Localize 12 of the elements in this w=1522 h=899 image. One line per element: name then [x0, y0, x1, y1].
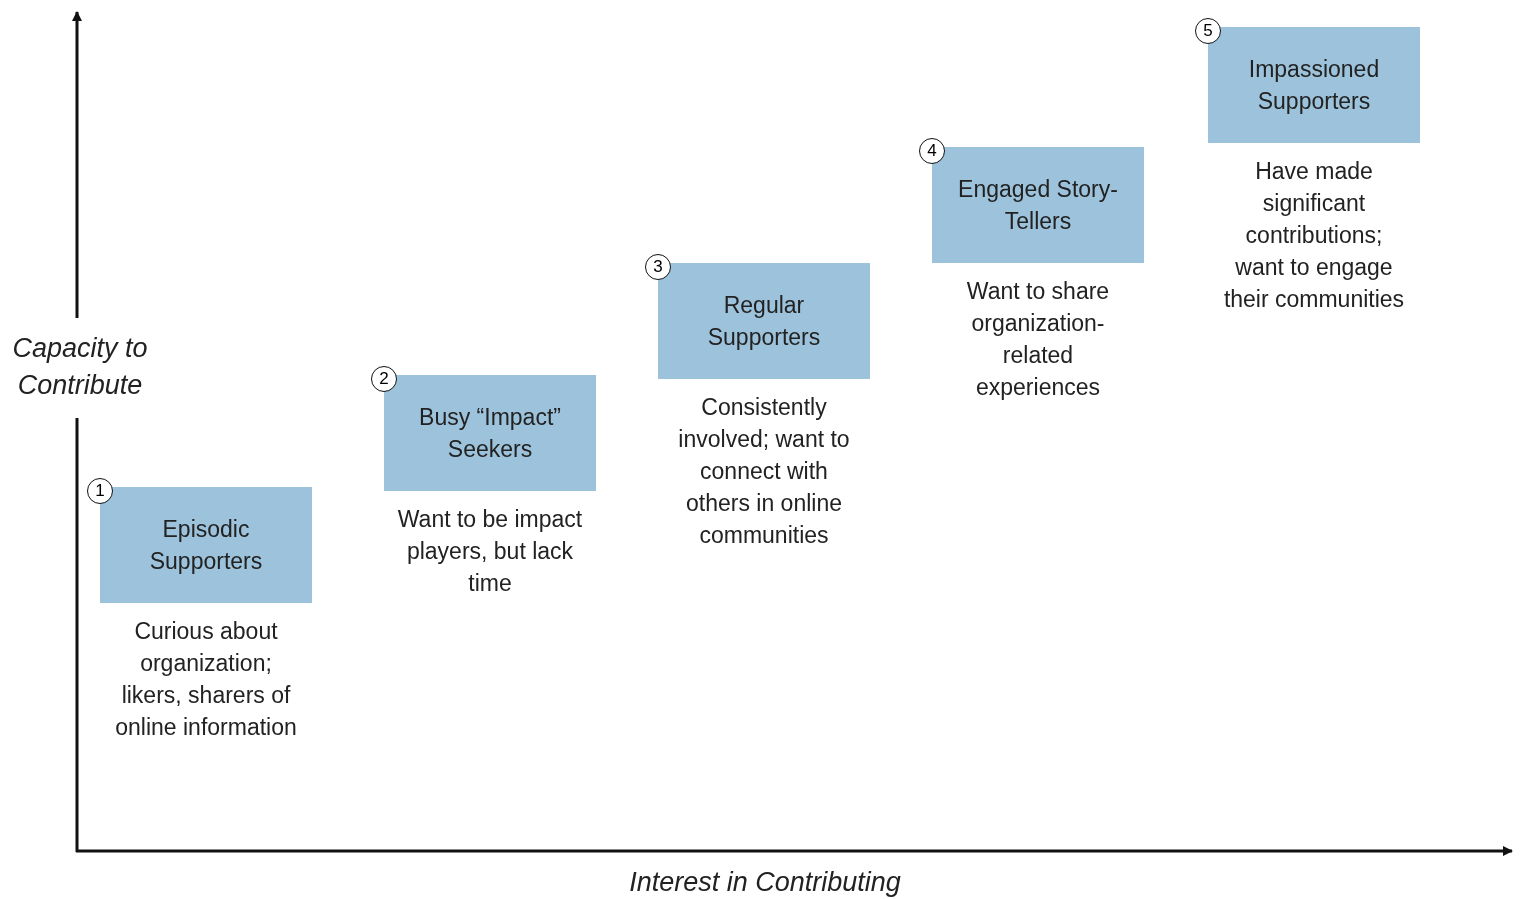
description-text: Curious about organization; likers, sharers of online information [114, 617, 298, 742]
number-circle: 3 [645, 254, 671, 280]
number-circle: 1 [87, 478, 113, 504]
number-circle: 5 [1195, 18, 1221, 44]
axis-title: Interest in Contributing [628, 866, 902, 899]
number-circle: 4 [919, 138, 945, 164]
axis-title: Capacity to Contribute [11, 332, 149, 402]
description-text: Consistently involved; want to connect with others in online communities [677, 393, 851, 550]
description-text: Want to share organization-related experiences [965, 277, 1111, 402]
number-circle: 2 [371, 366, 397, 392]
description-text: Want to be impact players, but lack time [396, 505, 584, 598]
description-text: Have made significant contributions; want to engage their communities [1222, 157, 1406, 314]
